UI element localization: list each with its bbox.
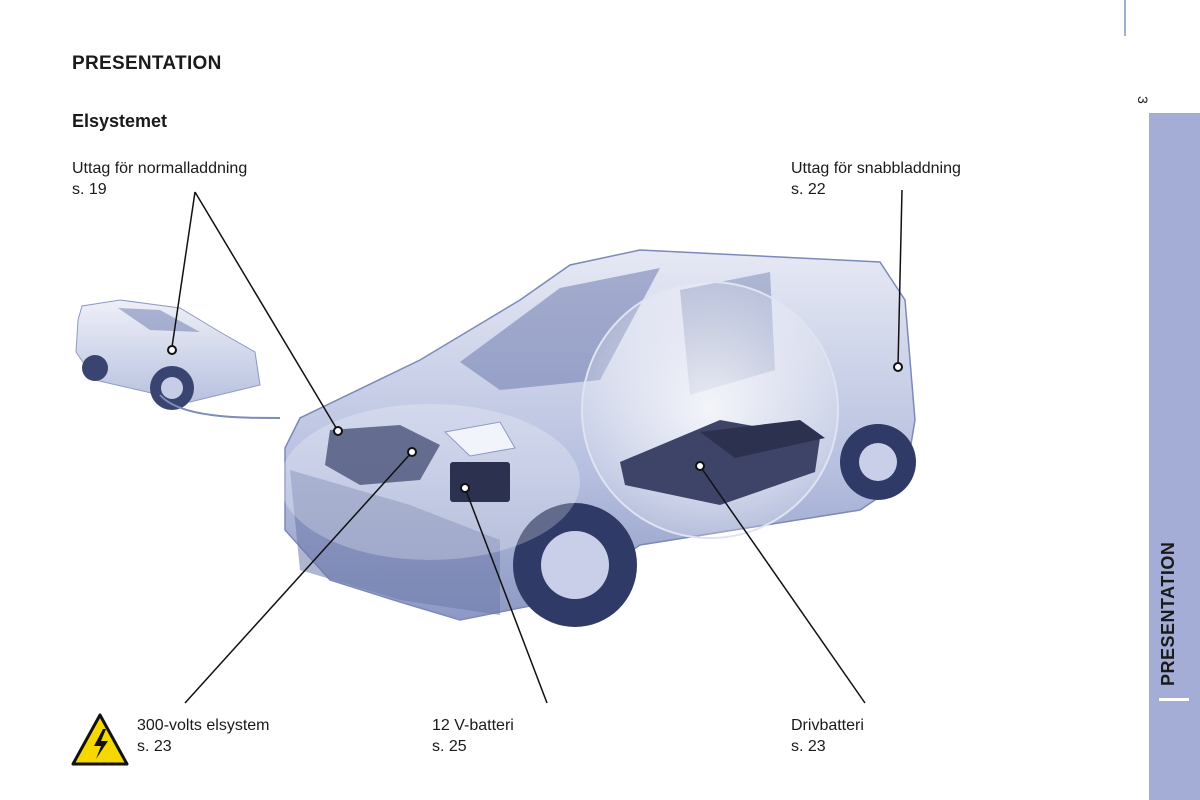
callout-high-voltage: 300-volts elsystem s. 23 xyxy=(137,715,270,757)
dot-fast-charge xyxy=(894,363,902,371)
section-side-tab xyxy=(1149,113,1200,800)
dot-normal-charge-small xyxy=(168,346,176,354)
side-tab-label: PRESENTATION xyxy=(1158,542,1179,686)
callout-12v-battery: 12 V-batteri s. 25 xyxy=(432,715,514,757)
dot-normal-charge-main xyxy=(334,427,342,435)
callout-fast-charge: Uttag för snabbladdning s. 22 xyxy=(791,158,961,200)
callout-normal-charge-ref: s. 19 xyxy=(72,179,247,200)
callout-high-voltage-title: 300-volts elsystem xyxy=(137,715,270,736)
callout-12v-battery-ref: s. 25 xyxy=(432,736,514,757)
callout-fast-charge-title: Uttag för snabbladdning xyxy=(791,158,961,179)
dot-12v-battery xyxy=(461,484,469,492)
main-van xyxy=(280,250,916,627)
callout-normal-charge: Uttag för normalladdning s. 19 xyxy=(72,158,247,200)
dot-drive-battery xyxy=(696,462,704,470)
vehicle-illustration xyxy=(0,0,1140,800)
callout-normal-charge-title: Uttag för normalladdning xyxy=(72,158,247,179)
callout-drive-battery: Drivbatteri s. 23 xyxy=(791,715,864,757)
side-tab-marker xyxy=(1159,698,1189,701)
callout-drive-battery-ref: s. 23 xyxy=(791,736,864,757)
dot-high-voltage xyxy=(408,448,416,456)
callout-high-voltage-ref: s. 23 xyxy=(137,736,270,757)
callout-12v-battery-title: 12 V-batteri xyxy=(432,715,514,736)
small-van-charging xyxy=(76,300,280,418)
callout-drive-battery-title: Drivbatteri xyxy=(791,715,864,736)
high-voltage-warning-icon xyxy=(70,712,130,768)
callout-fast-charge-ref: s. 22 xyxy=(791,179,961,200)
